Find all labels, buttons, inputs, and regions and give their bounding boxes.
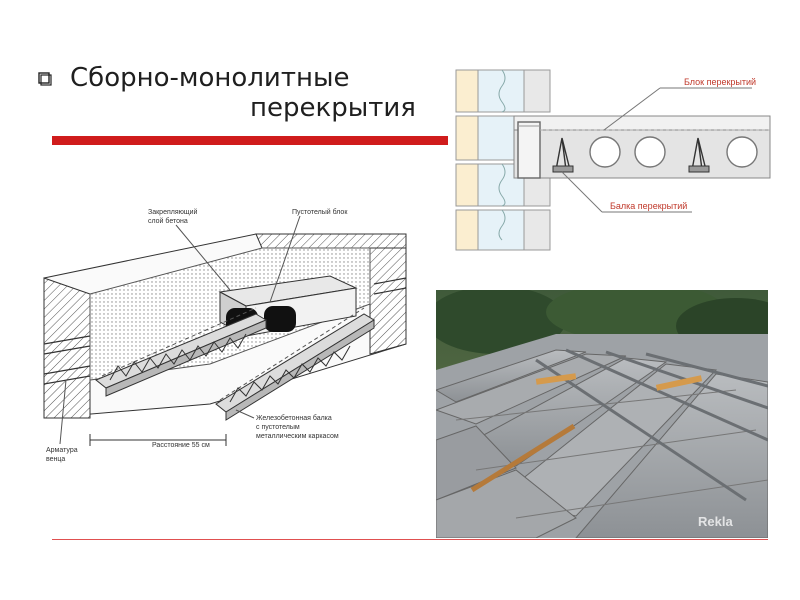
label-concrete-l1: Закрепляющий xyxy=(148,208,198,216)
isometric-diagram: Расстояние 55 см Закрепляющий слой бетон… xyxy=(43,208,407,463)
label-beam-l3: металлическим каркасом xyxy=(256,433,339,440)
hollow-block xyxy=(218,275,358,337)
ring-rebar xyxy=(43,277,407,385)
label-rebar-l2: венца xyxy=(46,456,65,463)
label-distance: Расстояние 55 см xyxy=(152,442,210,449)
watermark: Rekla xyxy=(698,514,733,529)
checkbox-bullet-icon xyxy=(38,72,52,86)
floor-slab xyxy=(513,115,771,179)
bottom-divider xyxy=(52,539,768,540)
block-rows xyxy=(436,349,768,538)
construction-photo: Rekla xyxy=(436,290,768,538)
label-block: Блок перекрытий xyxy=(684,77,756,87)
wood-plank xyxy=(470,423,576,493)
wall-blocks xyxy=(455,69,551,251)
label-concrete-l2: слой бетона xyxy=(148,217,188,225)
label-beam-l2: с пустотелым xyxy=(256,424,300,431)
label-beam: Балка перекрытий xyxy=(610,201,687,211)
label-rebar-l1: Арматура xyxy=(46,447,78,454)
cross-section-diagram: Блок перекрытий Балка перекрытий xyxy=(455,69,771,251)
title-line-2: перекрытия xyxy=(250,93,416,123)
label-beam-l1: Железобетонная балка xyxy=(256,414,332,422)
title-underline xyxy=(52,136,448,145)
title-line-1: Сборно-монолитные xyxy=(70,63,350,93)
beams xyxy=(95,307,375,421)
label-hollow-block: Пустотелый блок xyxy=(292,208,348,216)
